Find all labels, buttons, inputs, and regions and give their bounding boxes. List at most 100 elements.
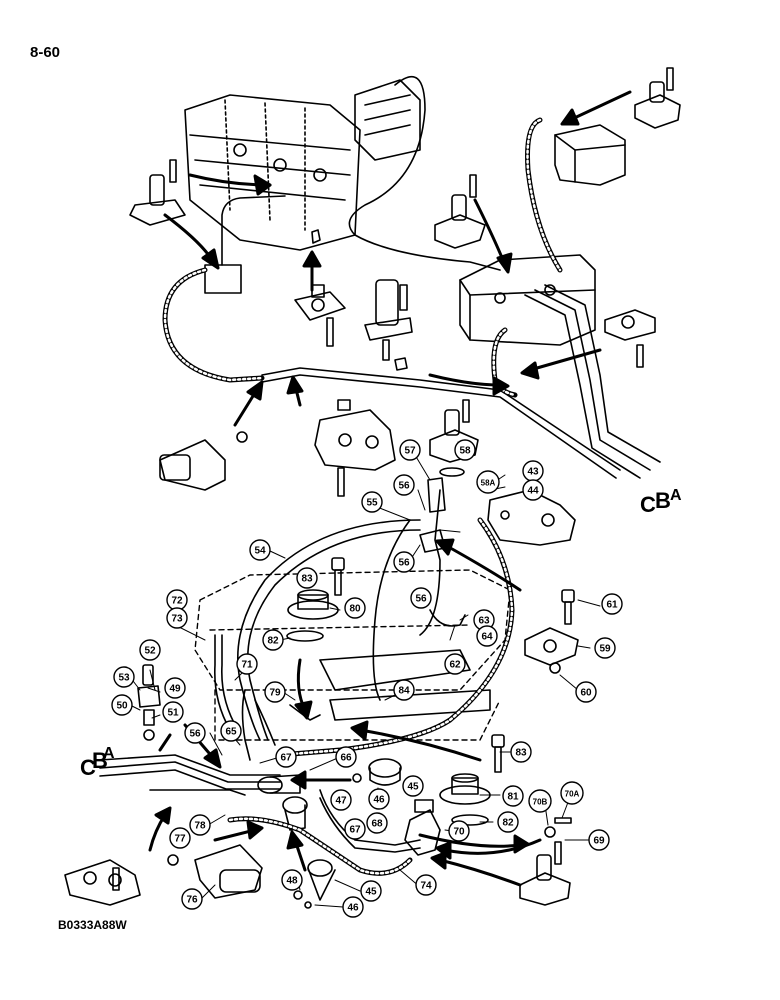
callout-number: 61 — [606, 600, 618, 611]
callout-number: 76 — [186, 895, 198, 906]
callout-61: 61 — [601, 593, 623, 615]
callout-circle — [448, 820, 470, 842]
callout-57: 57 — [399, 439, 421, 461]
callout-76: 76 — [181, 888, 203, 910]
callout-circle — [111, 694, 133, 716]
callout-number: 47 — [335, 796, 347, 807]
callout-81: 81 — [502, 785, 524, 807]
callout-circle — [476, 625, 498, 647]
callout-43: 43 — [522, 460, 544, 482]
callout-circle — [264, 681, 286, 703]
callout-number: 72 — [171, 596, 183, 607]
callout-circle — [528, 789, 552, 813]
callout-circle — [393, 474, 415, 496]
callout-number: 79 — [269, 688, 281, 699]
callout-circle — [162, 701, 184, 723]
callout-number: 52 — [144, 646, 156, 657]
callout-79: 79 — [264, 681, 286, 703]
callout-number: 70 — [453, 827, 465, 838]
callout-83: 83 — [296, 567, 318, 589]
callout-59: 59 — [594, 637, 616, 659]
callout-circle — [296, 567, 318, 589]
callout-circle — [220, 720, 242, 742]
callout-circle — [360, 880, 382, 902]
callout-number: 77 — [174, 834, 186, 845]
manifold-block-right — [459, 254, 596, 346]
callout-number: 62 — [449, 660, 461, 671]
callout-circle — [342, 896, 364, 918]
callout-number: 51 — [167, 708, 179, 719]
connector-76 — [194, 844, 263, 899]
flange-59 — [524, 627, 579, 666]
callout-circle — [344, 818, 366, 840]
callout-50: 50 — [111, 694, 133, 716]
block-top-right — [554, 124, 626, 186]
callout-circle — [262, 629, 284, 651]
callout-number: 58A — [481, 479, 496, 488]
line-label-a-right: A — [670, 487, 682, 504]
cartridge-45-top — [368, 758, 402, 786]
callout-number: 65 — [225, 727, 237, 738]
callout-66: 66 — [335, 746, 357, 768]
fitting-stack-left — [137, 664, 161, 741]
callout-56: 56 — [410, 587, 432, 609]
callout-58a: 58A — [476, 470, 500, 494]
callout-number: 64 — [481, 632, 493, 643]
callout-62: 62 — [444, 653, 466, 675]
callout-number: 83 — [515, 748, 527, 759]
callout-70b: 70B — [528, 789, 552, 813]
callout-84: 84 — [393, 679, 415, 701]
callout-circle — [575, 681, 597, 703]
line-label-b-left: B — [92, 748, 108, 773]
callout-46: 46 — [368, 788, 390, 810]
leader-lines — [129, 441, 601, 908]
callout-67: 67 — [344, 818, 366, 840]
callout-number: 55 — [366, 498, 378, 509]
callout-60: 60 — [575, 681, 597, 703]
figure-code: B0333A88W — [58, 918, 127, 932]
callout-58: 58 — [454, 439, 476, 461]
callout-circle — [410, 587, 432, 609]
parts-drawing — [64, 67, 681, 909]
callout-83: 83 — [510, 741, 532, 763]
port-plate — [294, 284, 346, 321]
callout-number: 53 — [118, 673, 130, 684]
callout-52: 52 — [139, 639, 161, 661]
callout-67: 67 — [275, 746, 297, 768]
callout-number: 73 — [171, 614, 183, 625]
pressure-valve — [404, 799, 441, 856]
callout-circle — [184, 722, 206, 744]
callout-number: 82 — [267, 636, 279, 647]
callout-number: 56 — [415, 594, 427, 605]
flange-center — [434, 174, 486, 249]
tank-solid-part — [319, 649, 491, 721]
callout-number: 60 — [580, 688, 592, 699]
line-label-c-left: C — [80, 755, 96, 780]
callout-70a: 70A — [560, 781, 584, 805]
callout-64: 64 — [476, 625, 498, 647]
callout-number: 83 — [301, 574, 313, 585]
callout-number: 71 — [241, 660, 253, 671]
callout-number: 48 — [286, 876, 298, 887]
bolt — [326, 317, 334, 347]
callout-number: 84 — [398, 686, 410, 697]
callout-56: 56 — [393, 474, 415, 496]
callout-51: 51 — [162, 701, 184, 723]
callout-circle — [510, 741, 532, 763]
page-number: 8-60 — [30, 44, 61, 61]
callout-number: 56 — [189, 729, 201, 740]
callout-circle — [402, 775, 424, 797]
callout-circle — [166, 607, 188, 629]
callout-circle — [601, 593, 623, 615]
clamp-bottom-left — [64, 859, 141, 906]
callout-number: 68 — [371, 819, 383, 830]
callout-number: 70B — [533, 798, 548, 807]
callout-number: 45 — [365, 887, 377, 898]
callout-circle — [588, 829, 610, 851]
callout-number: 46 — [347, 903, 359, 914]
callout-number: 81 — [507, 792, 519, 803]
callout-80: 80 — [344, 597, 366, 619]
callout-number: 67 — [349, 825, 361, 836]
callout-77: 77 — [169, 827, 191, 849]
